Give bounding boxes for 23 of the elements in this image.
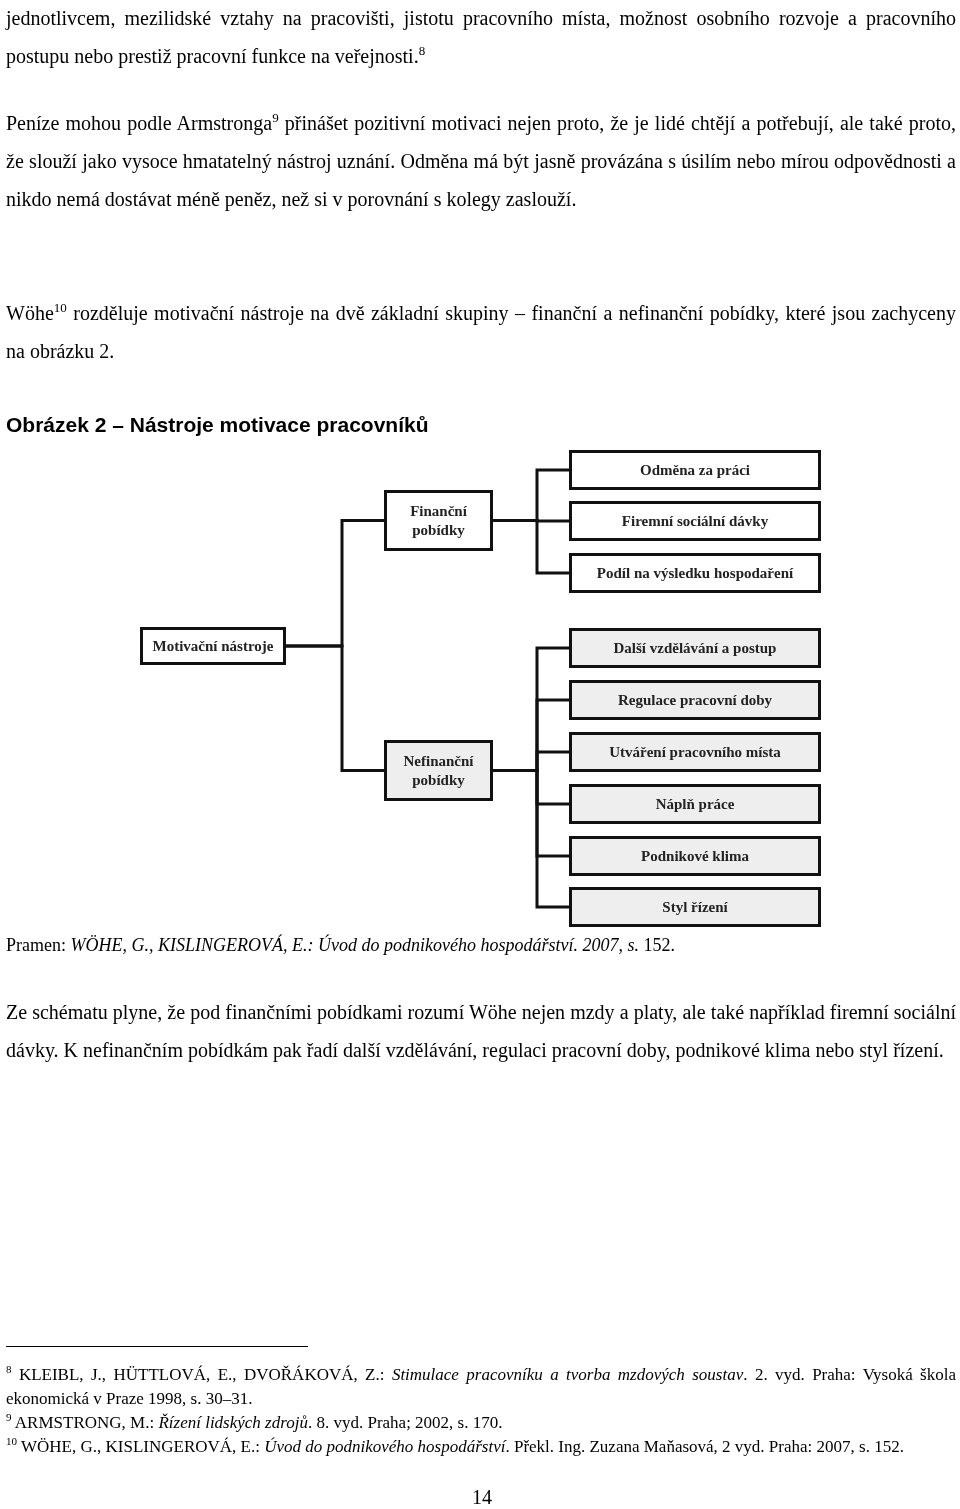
category-box: Styl řízení [569, 887, 821, 927]
category-box: Odměna za práci [569, 450, 821, 490]
category-box: Podíl na výsledku hospodaření [569, 553, 821, 593]
category-box: Další vzdělávání a postup [569, 628, 821, 668]
category-box: Finanční pobídky [384, 490, 493, 551]
paragraph: Wöhe$^{10}$ rozděluje motivační nástroje na dvě základní skupiny – finanční a nefinanční pobídky, které jsou zachyceny na obrázku 2. [6, 299, 956, 364]
category-box: Náplň práce [569, 784, 821, 824]
category-box: Regulace pracovní doby [569, 680, 821, 720]
footnote: $^{8}$ KLEIBL, J., HÜTTLOVÁ, E., DVOŘÁKOVÁ, Z.: Stimulace pracovníku a tvorba mzdových soustav. 2. vyd. Praha: Vysoká škola ekonomická v Praze 1998, s. 30–31. [6, 1363, 956, 1410]
page-number: 14 [471, 1485, 493, 1509]
category-box: Podnikové klima [569, 836, 821, 876]
footnote: $^{9}$ ARMSTRONG, M.: Řízení lidských zdrojů. 8. vyd. Praha; 2002, s. 170. [6, 1411, 504, 1434]
paragraph: Ze schématu plyne, že pod finančními pobídkami rozumí Wöhe nejen mzdy a platy, ale také například firemní sociální dávky. K nefinančním pobídkám pak řadí další vzdělávání, regulaci pracovní doby, podnikové klima nebo styl řízení. [6, 1000, 956, 1064]
root-box: Motivační nástroje [140, 627, 286, 665]
footnote: $^{10}$ WÖHE, G., KISLINGEROVÁ, E.: Úvod do podnikového hospodářství. Překl. Ing. Zuzana Maňasová, 2 vyd. Praha: 2007, s. 152. [6, 1435, 905, 1458]
category-box: Utváření pracovního místa [569, 732, 821, 772]
category-box: Firemní sociální dávky [569, 501, 821, 541]
paragraph: jednotlivcem, mezilidské vztahy na pracovišti, jistotu pracovního místa, možnost osobního rozvoje a pracovního postupu nebo prestiž pracovní funkce na veřejnosti.$^{8}$ [6, 6, 956, 70]
figure-title: Obrázek 2 – Nástroje motivace pracovníků [6, 412, 429, 438]
paragraph: Peníze mohou podle Armstronga$^{9}$ přinášet pozitivní motivaci nejen proto, že je lidé chtějí a potřebují, ale také proto, že slouží jako vysoce hmatatelný nástroj uznání. Odměna má být jasně provázána s úsilím nebo mírou odpovědnosti a nikdo nemá dostávat méně peněz, než si v porovnání s kolegy zaslouží. [6, 109, 956, 213]
figure-source: Pramen: WÖHE, G., KISLINGEROVÁ, E.: Úvod do podnikového hospodářství. 2007, s. 152. [6, 933, 675, 957]
connector-line [286, 644, 384, 772]
category-box: Nefinanční pobídky [384, 740, 493, 801]
